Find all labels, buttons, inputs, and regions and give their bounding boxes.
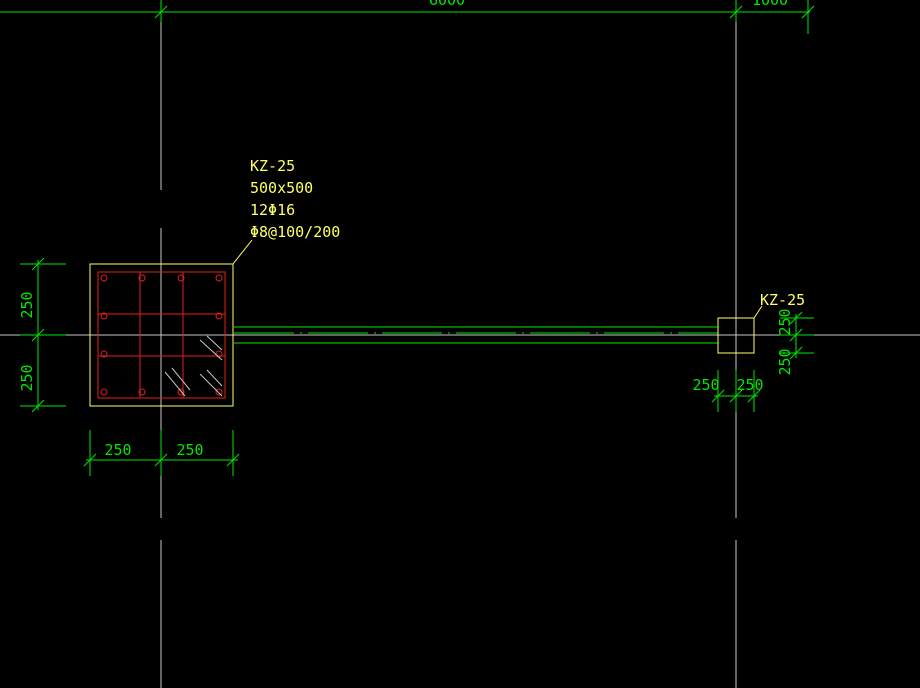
dim-col2-bottom-left: 250: [692, 376, 719, 394]
dim-col1-left-upper: 250: [18, 291, 36, 318]
column-secondary-outline: [717, 317, 755, 354]
leader-line-main: [232, 239, 253, 265]
column-secondary-dimensions: [711, 311, 814, 412]
dim-col1-bottom-right: 250: [176, 441, 203, 459]
column-main-id: KZ-25: [250, 157, 295, 175]
leader-line-secondary: [753, 305, 763, 319]
column-main-dimensions: [20, 257, 240, 476]
column-main-hatch: [164, 335, 223, 397]
dim-col2-bottom-right: 250: [736, 376, 763, 394]
column-main-section: 500x500: [250, 179, 313, 197]
dim-col1-bottom-left: 250: [104, 441, 131, 459]
column-secondary[interactable]: [717, 305, 763, 354]
column-main[interactable]: [89, 239, 253, 407]
column-main-stirrups: Φ8@100/200: [250, 223, 340, 241]
column-secondary-id: KZ-25: [760, 291, 805, 309]
column-main-labels: KZ-25 500x500 12Φ16 Φ8@100/200: [250, 157, 340, 241]
dim-col1-left-lower: 250: [18, 364, 36, 391]
dim-top-right-span: 1000: [752, 0, 788, 9]
column-main-outline: [89, 263, 234, 407]
top-dimension: [0, 0, 815, 34]
column-main-rebar: [97, 271, 226, 399]
dim-col2-right-lower: 250: [776, 348, 794, 375]
dim-col2-right-upper: 250: [776, 308, 794, 335]
column-main-longitudinal-bars: 12Φ16: [250, 201, 295, 219]
beam: [234, 326, 718, 344]
dim-top-left-span: 6000: [429, 0, 465, 9]
